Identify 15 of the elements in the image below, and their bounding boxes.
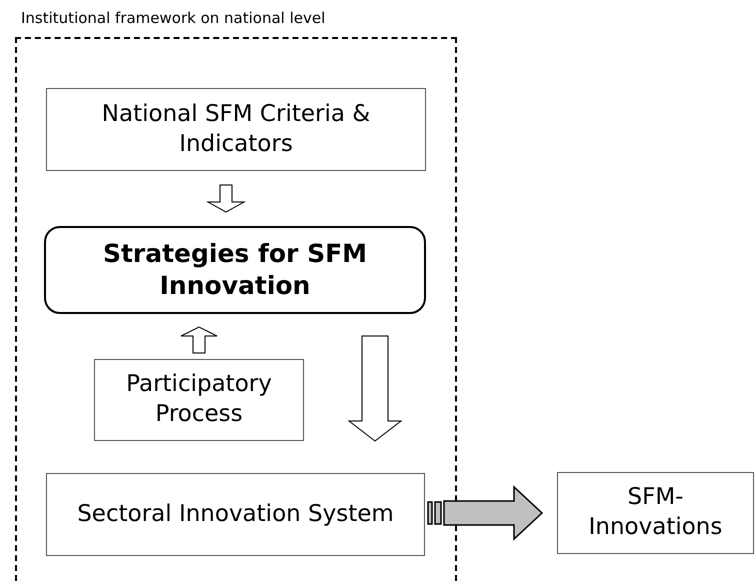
box-label: Strategies for SFM Innovation [102, 238, 368, 302]
block-arrow [206, 184, 246, 213]
box-label: SFM- Innovations [588, 483, 724, 542]
criteria-box [46, 88, 426, 171]
block-arrow [180, 326, 218, 354]
system-box [46, 473, 425, 556]
box-label: Participatory Process [125, 370, 273, 429]
block-arrow [348, 336, 402, 442]
output-box [557, 472, 754, 554]
block-arrow [427, 485, 544, 541]
frame-heading: Institutional framework on national level [21, 8, 326, 29]
box-label: National SFM Criteria & Indicators [100, 100, 372, 158]
strategy-box [44, 226, 426, 314]
process-box [94, 359, 304, 441]
box-label: Sectoral Innovation System [77, 500, 394, 529]
